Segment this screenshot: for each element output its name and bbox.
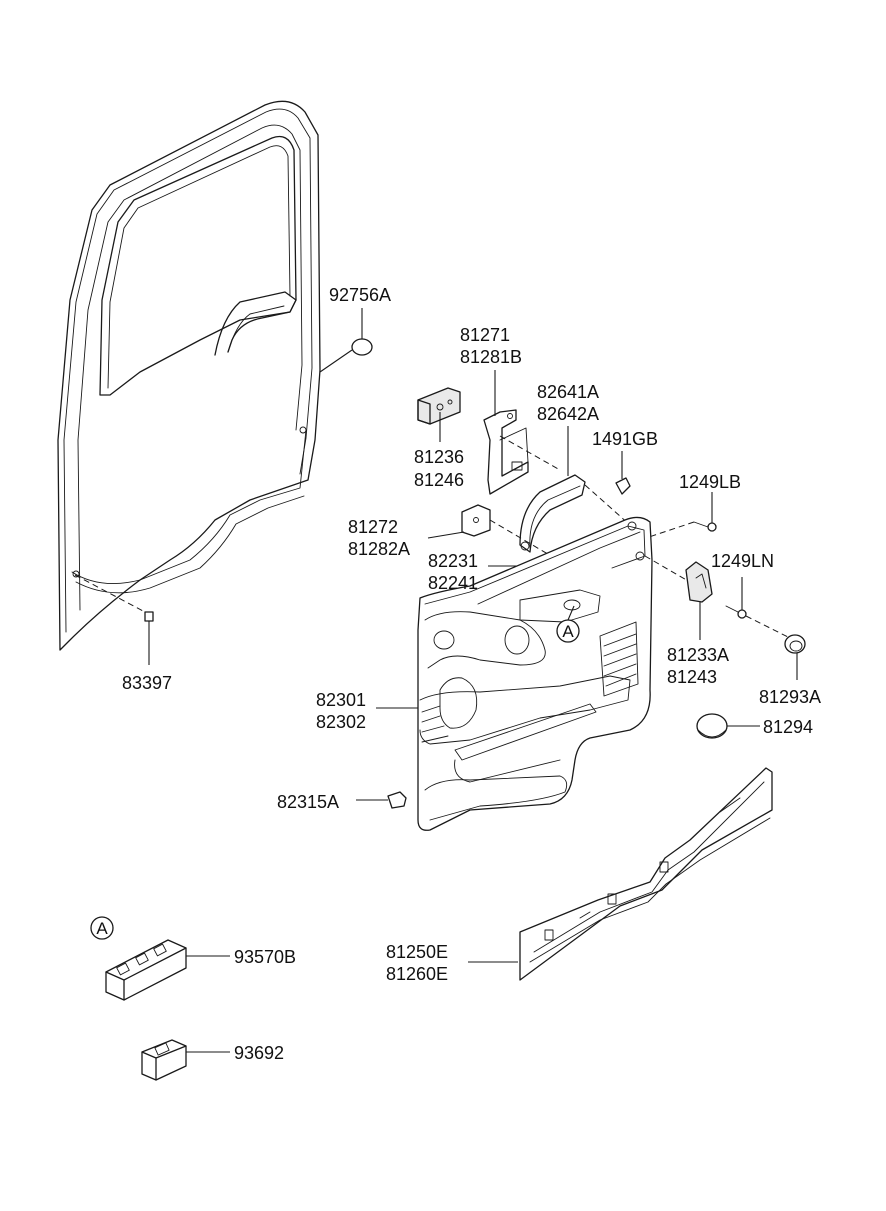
callout-a-legend-letter: A [96, 919, 108, 938]
cap-81294 [696, 713, 760, 739]
label-1249lb: 1249LB [679, 472, 741, 492]
plug-92756a [319, 308, 373, 373]
label-82301: 82301 [316, 690, 366, 710]
label-81293a: 81293A [759, 687, 821, 707]
label-81282a: 81282A [348, 539, 410, 559]
clip-1491gb [615, 451, 631, 495]
label-82241: 82241 [428, 573, 478, 593]
label-1491gb: 1491GB [592, 429, 658, 449]
cover-81233a [685, 561, 713, 640]
label-81260e: 81260E [386, 964, 448, 984]
scuff-plate-81250e [468, 767, 773, 981]
door-trim-panel-82301 [376, 516, 691, 831]
clip-83397 [74, 574, 154, 665]
screw-1249ln [725, 577, 791, 639]
label-82302: 82302 [316, 712, 366, 732]
cap-81293a [784, 634, 806, 680]
label-81272: 81272 [348, 517, 398, 537]
switch-93692 [141, 1039, 230, 1081]
label-93692: 93692 [234, 1043, 284, 1063]
bracket-81271 [483, 370, 561, 495]
label-1249ln: 1249LN [711, 551, 774, 571]
part-number-labels: 92756A 81271 81281B 82641A 82642A 1491GB… [122, 285, 821, 1063]
callout-a-panel: A [556, 605, 580, 643]
label-81243: 81243 [667, 667, 717, 687]
label-92756a: 92756A [329, 285, 391, 305]
label-82231: 82231 [428, 551, 478, 571]
label-93570b: 93570B [234, 947, 296, 967]
callout-a-panel-letter: A [562, 622, 574, 641]
label-81246: 81246 [414, 470, 464, 490]
label-81271: 81271 [460, 325, 510, 345]
switch-93570b [105, 939, 230, 1001]
label-83397: 83397 [122, 673, 172, 693]
grip-handle-82641a [519, 426, 631, 553]
label-82642a: 82642A [537, 404, 599, 424]
label-82641a: 82641A [537, 382, 599, 402]
label-81233a: 81233A [667, 645, 729, 665]
latch-plate-81236 [417, 387, 461, 442]
screw-1249lb [639, 492, 717, 541]
label-82315a: 82315A [277, 792, 339, 812]
door-frame [57, 100, 321, 651]
callout-a-legend: A [90, 916, 114, 940]
label-81281b: 81281B [460, 347, 522, 367]
label-81294: 81294 [763, 717, 813, 737]
clip-82315a [356, 791, 407, 809]
label-81250e: 81250E [386, 942, 448, 962]
label-81236: 81236 [414, 447, 464, 467]
